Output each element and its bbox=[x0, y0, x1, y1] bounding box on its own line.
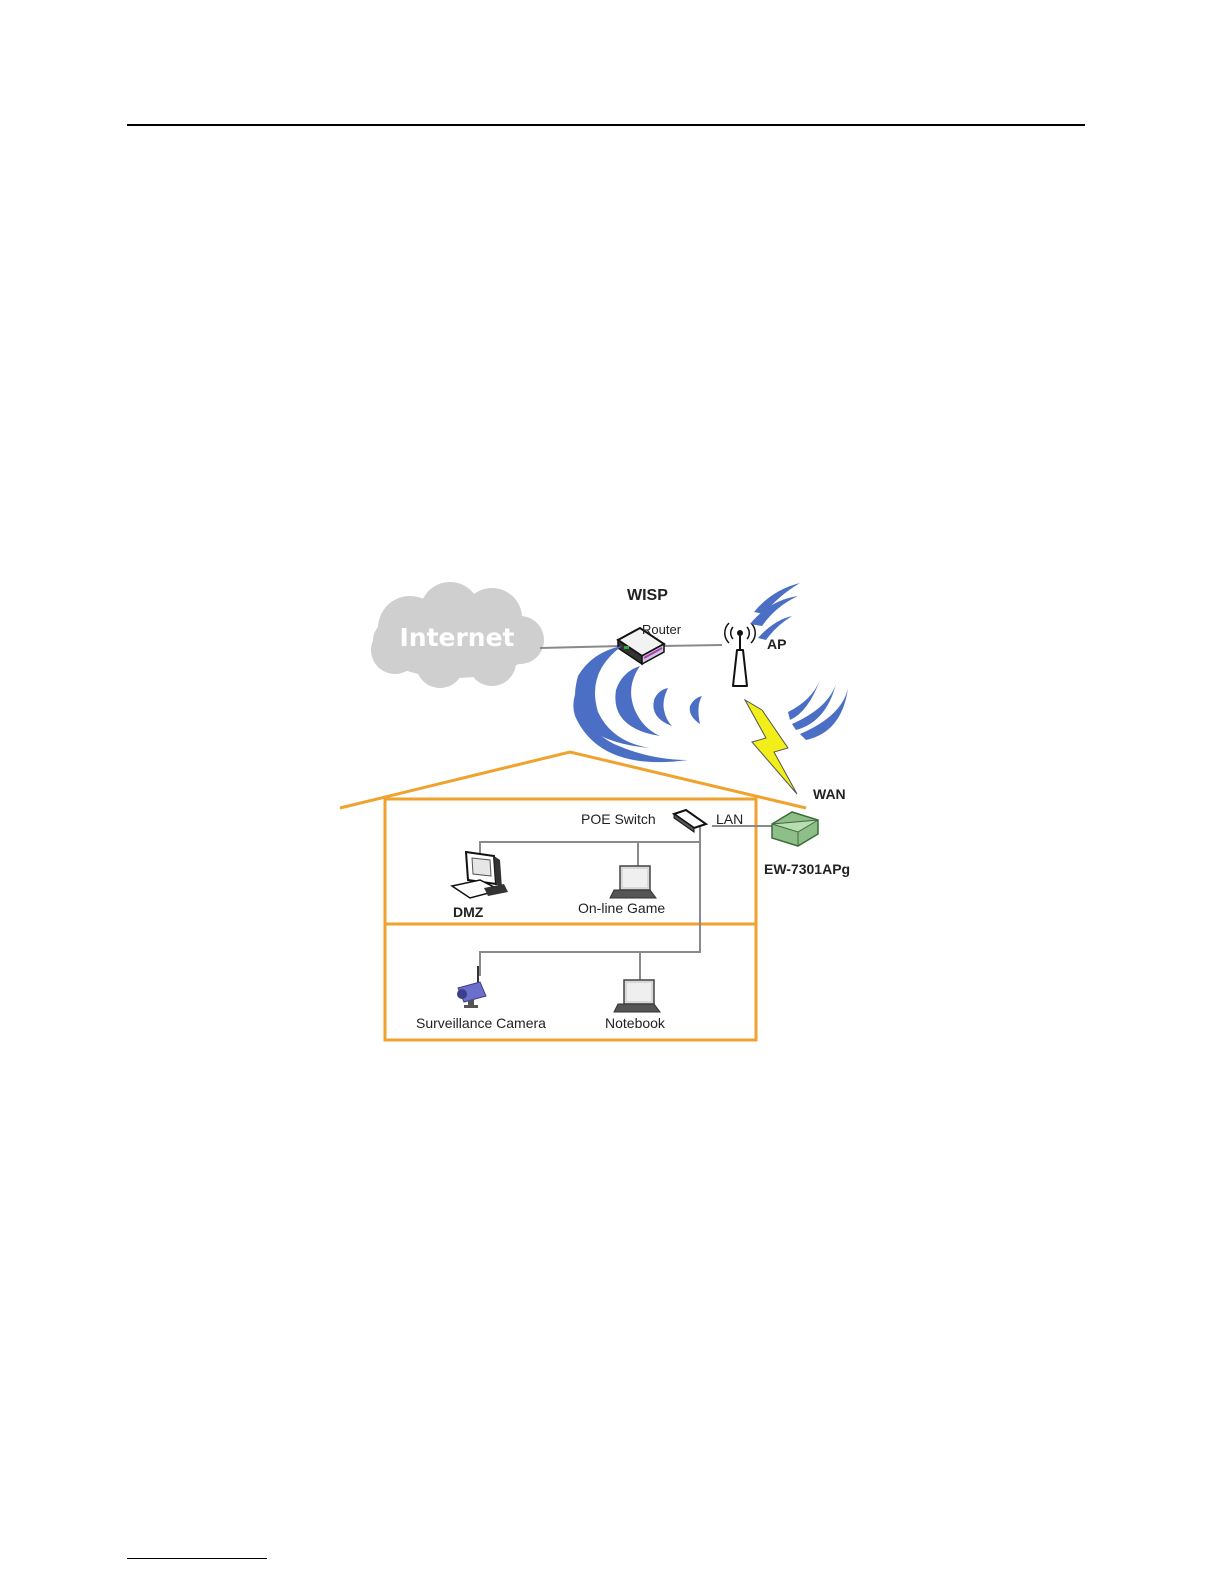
house-outline bbox=[340, 752, 806, 1040]
wisp-label: WISP bbox=[627, 587, 668, 604]
router-ap-link bbox=[662, 645, 722, 646]
poe-switch-icon bbox=[674, 810, 706, 832]
wireless-waves-icon bbox=[573, 583, 848, 762]
dmz-label: DMZ bbox=[453, 904, 484, 920]
ew-7301apg-device-icon bbox=[772, 812, 818, 846]
laptop-icon bbox=[610, 866, 656, 898]
wan-label: WAN bbox=[813, 786, 846, 802]
access-point-icon bbox=[725, 623, 755, 686]
poe-switch-label: POE Switch bbox=[581, 811, 656, 827]
surveillance-camera-label: Surveillance Camera bbox=[416, 1015, 546, 1031]
online-game-label: On-line Game bbox=[578, 900, 665, 916]
notebook-icon bbox=[614, 980, 660, 1012]
ap-label: AP bbox=[767, 636, 786, 652]
desktop-pc-icon bbox=[452, 852, 508, 898]
router-label: Router bbox=[642, 622, 682, 637]
notebook-label: Notebook bbox=[605, 1015, 666, 1031]
device-model-label: EW-7301APg bbox=[764, 861, 850, 877]
internet-label: Internet bbox=[399, 623, 514, 652]
lan-label: LAN bbox=[716, 811, 743, 827]
surveillance-camera-icon bbox=[457, 966, 486, 1008]
footnote-rule bbox=[127, 1558, 267, 1559]
internet-router-link bbox=[540, 646, 622, 648]
